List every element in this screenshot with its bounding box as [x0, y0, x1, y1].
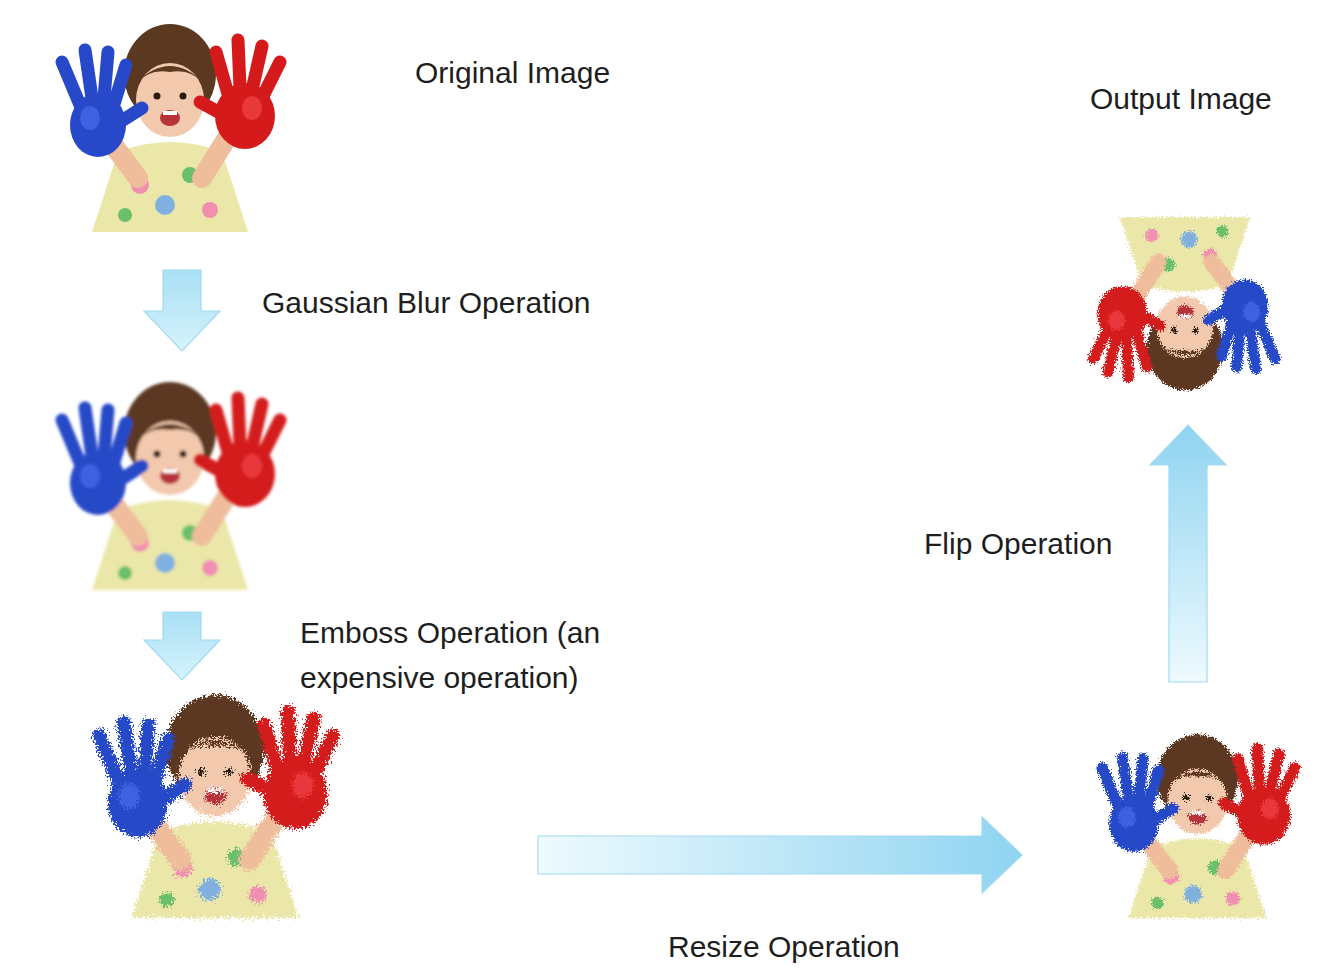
blurred-photo	[62, 382, 280, 590]
flipped-photo	[1093, 217, 1275, 390]
image-frame: Original Image	[40, 10, 300, 232]
image-frame	[40, 368, 300, 590]
original-photo	[62, 24, 280, 232]
block-arrow	[538, 817, 1022, 893]
block-arrow	[144, 270, 220, 351]
embossed-photo	[99, 695, 333, 918]
image-frame: Output Image	[1035, 220, 1315, 435]
operation-label: Flip Operation	[924, 521, 1144, 566]
block-arrow	[144, 612, 220, 680]
operation-label: Gaussian Blur Operation	[262, 280, 682, 325]
resized-photo	[1102, 734, 1294, 918]
image-frame	[1075, 718, 1315, 918]
image-caption: Output Image	[1090, 80, 1272, 118]
block-arrow	[1150, 425, 1226, 682]
image-frame	[30, 680, 410, 918]
operation-label: Resize Operation	[668, 924, 988, 969]
operation-label: Emboss Operation (an expensive operation…	[300, 610, 700, 700]
image-caption: Original Image	[415, 54, 610, 92]
